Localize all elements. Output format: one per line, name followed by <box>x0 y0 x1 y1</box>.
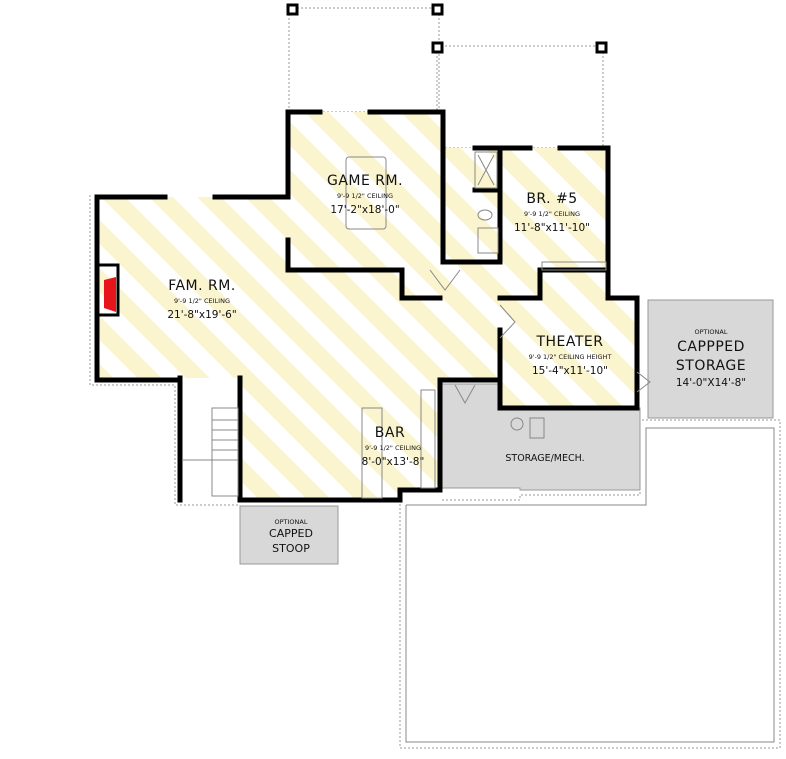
room-name: FAM. RM. <box>168 278 236 294</box>
room-game: GAME RM. 9'-9 1/2" CEILING 17'-2"x18'-0" <box>327 173 403 216</box>
room-ceiling: 9'-9 1/2" CEILING <box>174 297 230 305</box>
capped-stoop-area <box>239 505 339 565</box>
room-size: 17'-2"x18'-0" <box>330 204 399 216</box>
capped-storage-area <box>647 299 774 419</box>
room-bar: BAR 9'-9 1/2" CEILING 8'-0"x13'-8" <box>362 425 425 468</box>
room-size: 21'-8"x19'-6" <box>167 309 236 321</box>
room-note: OPTIONAL <box>695 328 728 336</box>
fireplace-icon <box>104 277 116 312</box>
room-size: 15'-4"x11'-10" <box>532 365 608 377</box>
room-storage-mech: STORAGE/MECH. <box>505 453 584 464</box>
room-capped-stoop: OPTIONAL CAPPED STOOP <box>269 518 313 555</box>
room-name: STORAGE/MECH. <box>505 453 584 464</box>
room-name-line1: CAPPPED <box>677 339 745 355</box>
room-fam: FAM. RM. 9'-9 1/2" CEILING 21'-8"x19'-6" <box>167 278 236 321</box>
fixtures <box>182 151 651 499</box>
room-capped-storage: OPTIONAL CAPPPED STORAGE 14'-0"X14'-8" <box>676 328 746 389</box>
stairs <box>182 407 239 497</box>
room-name: GAME RM. <box>327 173 403 189</box>
room-theater: THEATER 9'-9 1/2" CEILING HEIGHT 15'-4"x… <box>529 334 612 377</box>
room-name-line2: STOOP <box>272 542 310 555</box>
room-ceiling: 9'-9 1/2" CEILING <box>365 444 421 452</box>
room-note: OPTIONAL <box>275 518 308 526</box>
room-ceiling: 9'-9 1/2" CEILING HEIGHT <box>529 353 612 361</box>
walls <box>94 109 640 503</box>
room-ceiling: 9'-9 1/2" CEILING <box>524 210 580 218</box>
room-name: BAR <box>375 425 405 441</box>
room-ceiling: 9'-9 1/2" CEILING <box>337 192 393 200</box>
room-br5: BR. #5 9'-9 1/2" CEILING 11'-8"x11'-10" <box>514 191 590 234</box>
room-size: 11'-8"x11'-10" <box>514 222 590 234</box>
room-name-line2: STORAGE <box>676 358 746 374</box>
room-size: 8'-0"x13'-8" <box>362 456 425 468</box>
room-name: THEATER <box>535 334 603 350</box>
room-size: 14'-0"X14'-8" <box>676 377 746 389</box>
room-name-line1: CAPPED <box>269 527 313 540</box>
room-name: BR. #5 <box>526 191 577 207</box>
